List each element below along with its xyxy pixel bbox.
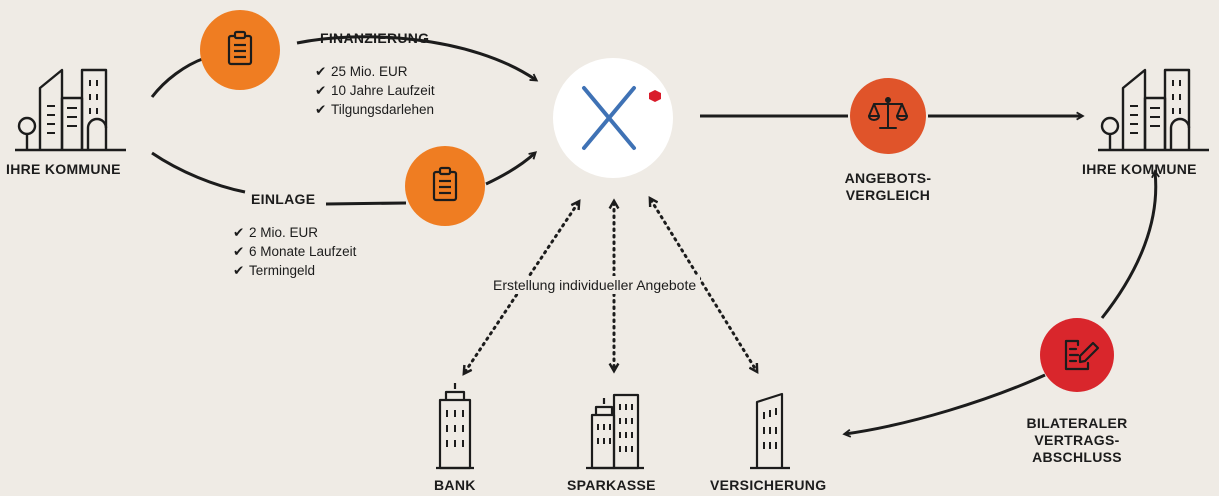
logo-dot-icon (649, 90, 661, 102)
financing-document-badge (200, 10, 280, 90)
list-item: ✔6 Monate Laufzeit (233, 244, 357, 259)
contract-badge (1040, 318, 1114, 392)
check-icon: ✔ (315, 102, 327, 117)
deposit-list: ✔2 Mio. EUR ✔6 Monate Laufzeit ✔Terminge… (233, 223, 356, 280)
sparkasse-building-icon (586, 393, 644, 470)
check-icon: ✔ (315, 64, 327, 79)
list-item: ✔2 Mio. EUR (233, 225, 319, 240)
contract-label: BILATERALER VERTRAGS- ABSCHLUSS (1026, 415, 1128, 465)
list-item: ✔10 Jahre Laufzeit (315, 83, 435, 98)
check-icon: ✔ (233, 263, 245, 278)
versicherung-label: VERSICHERUNG (710, 477, 827, 493)
list-item: ✔Tilgungsdarlehen (315, 102, 435, 117)
financing-curve-right (296, 35, 536, 80)
document-icon (432, 166, 458, 202)
left-node-label: IHRE KOMMUNE (6, 161, 121, 177)
financing-list: ✔25 Mio. EUR ✔10 Jahre Laufzeit ✔Tilgung… (315, 62, 435, 119)
bank-label: BANK (434, 477, 476, 493)
offer-arrow-versicherung (651, 200, 756, 370)
document-icon (227, 30, 253, 66)
list-item: ✔25 Mio. EUR (315, 64, 408, 79)
offer-arrow-bank (465, 203, 578, 372)
comparison-badge (850, 78, 926, 154)
city-icon-right (1098, 68, 1209, 152)
check-icon: ✔ (315, 83, 327, 98)
offers-note: Erstellung individueller Angebote (489, 276, 701, 294)
check-icon: ✔ (233, 225, 245, 240)
comparison-label: ANGEBOTS- VERGLEICH (844, 170, 932, 203)
bank-building-icon (436, 383, 474, 470)
deposit-document-badge (405, 146, 485, 226)
contract-curve-down (845, 373, 1046, 434)
deposit-curve-right (485, 153, 535, 186)
deposit-curve-middle (325, 201, 407, 206)
versicherung-building-icon (750, 392, 790, 470)
right-node-label: IHRE KOMMUNE (1082, 161, 1197, 177)
check-icon: ✔ (233, 244, 245, 259)
contract-sign-icon (1064, 339, 1100, 371)
sparkasse-label: SPARKASSE (567, 477, 656, 493)
financing-title: FINANZIERUNG (320, 30, 430, 46)
list-item: ✔Termingeld (233, 263, 316, 278)
deposit-curve-left (151, 151, 246, 194)
contract-curve-up (1100, 172, 1156, 319)
city-icon-left (15, 68, 126, 152)
scales-icon (868, 97, 908, 129)
deposit-title: EINLAGE (251, 191, 316, 207)
platform-logo (553, 58, 673, 178)
financing-curve-left (150, 56, 206, 98)
